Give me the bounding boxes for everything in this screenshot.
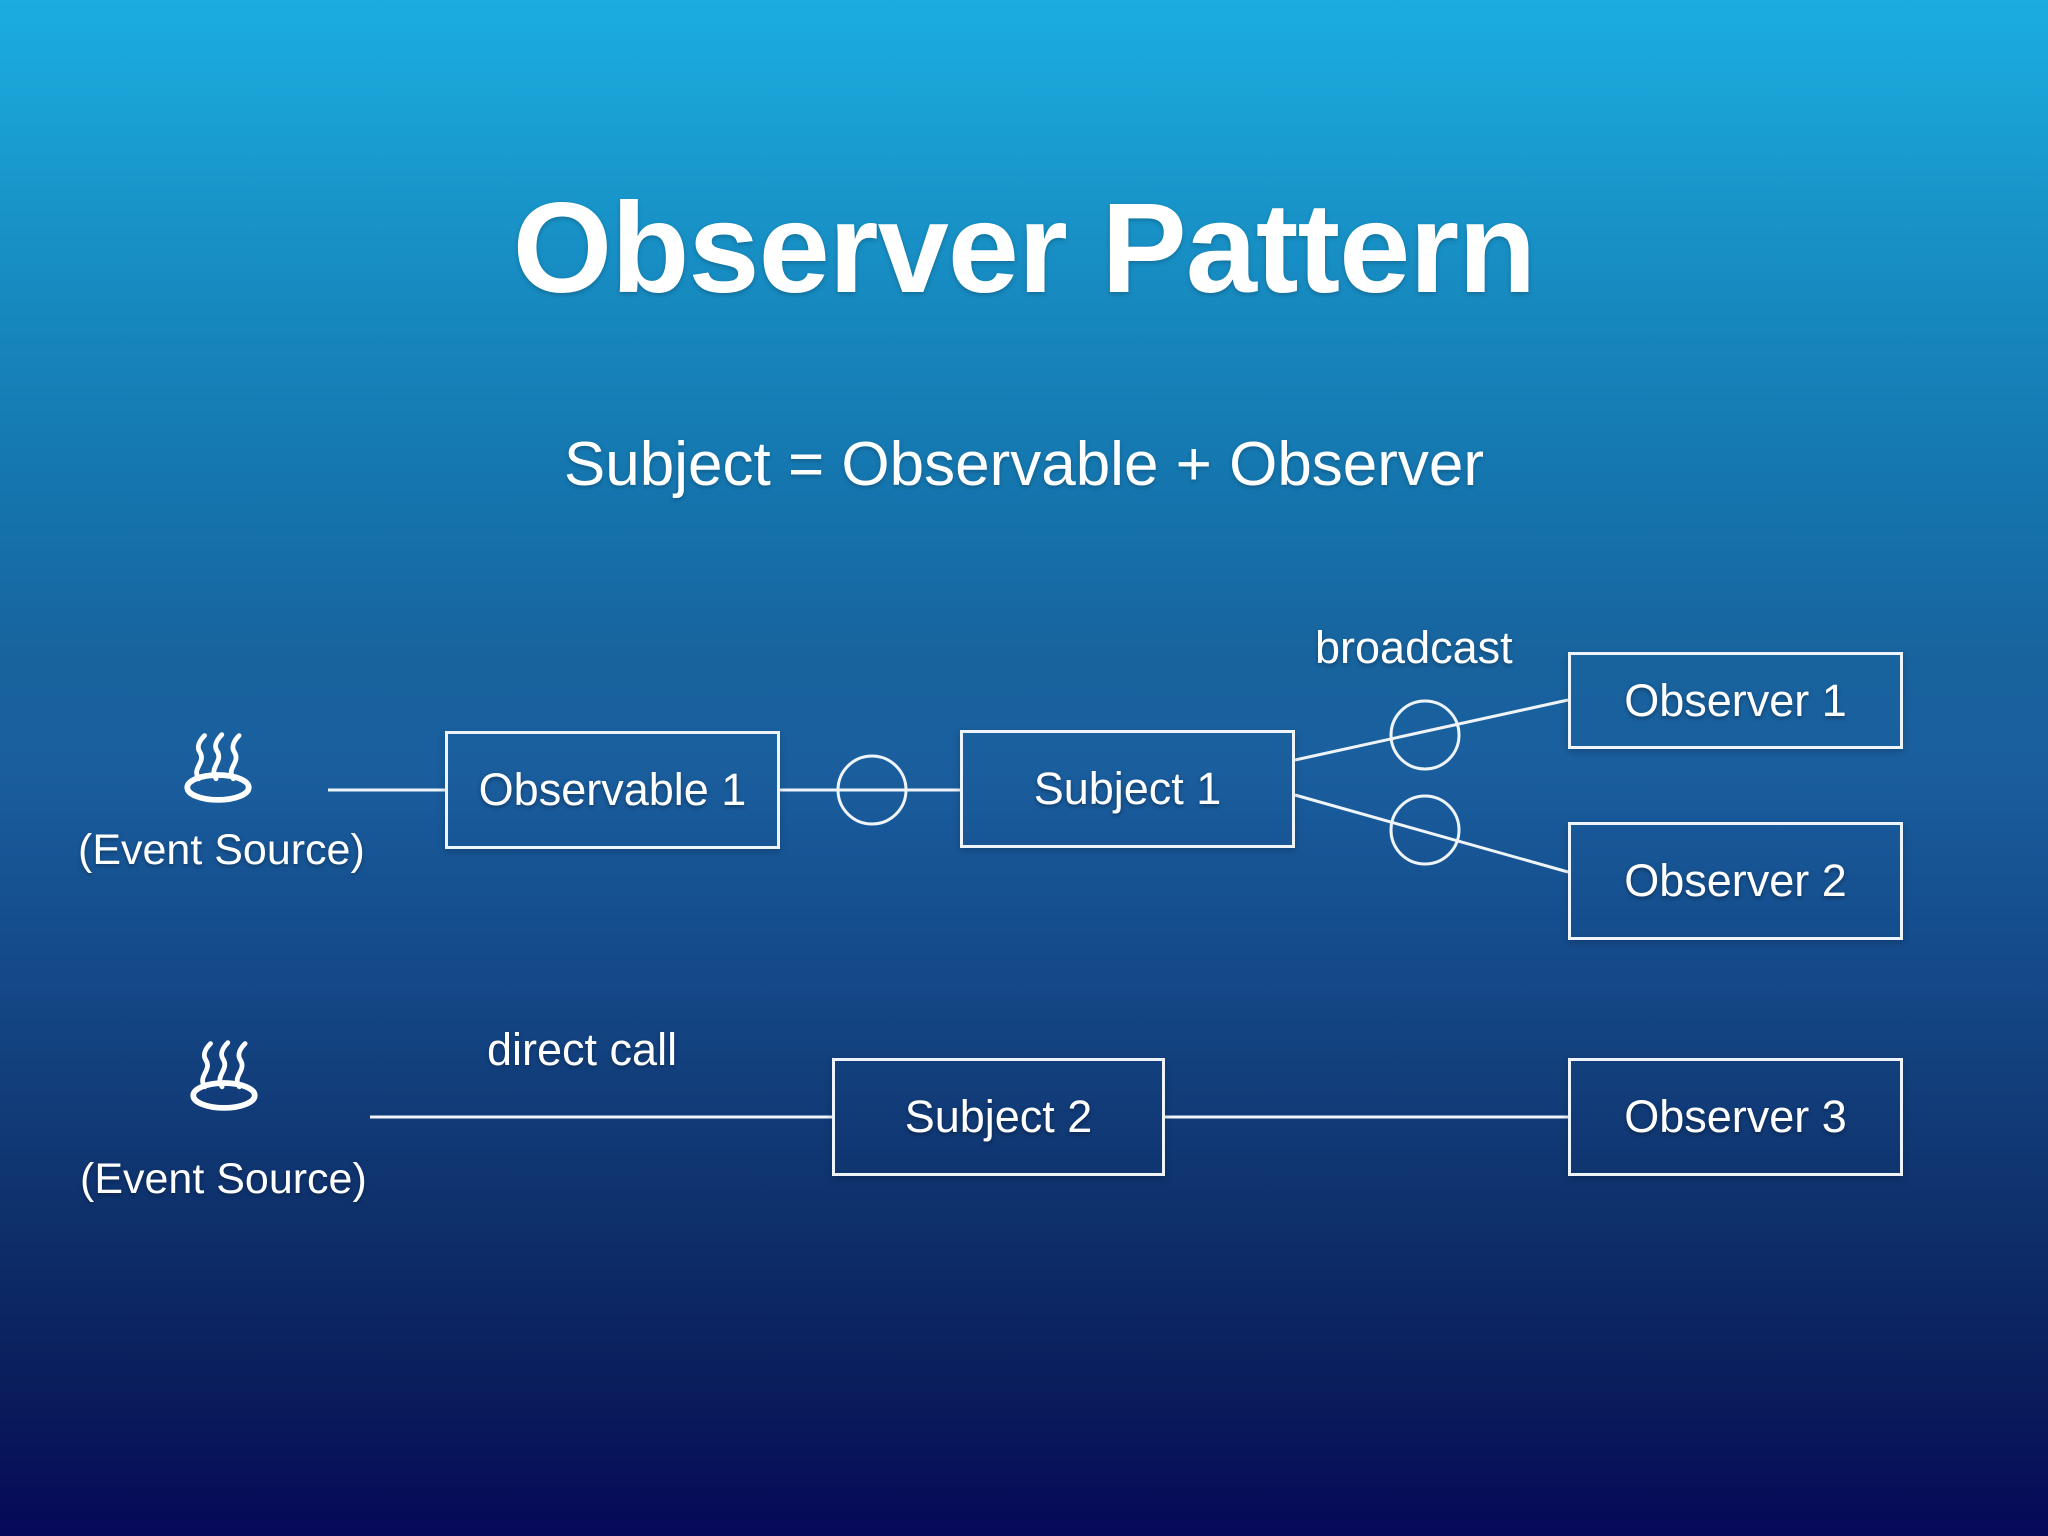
edge-subject1-to-observer2 — [1294, 793, 1569, 874]
node-observer-1-label: Observer 1 — [1624, 674, 1847, 726]
page-subtitle: Subject = Observable + Observer — [563, 430, 1485, 499]
node-observer-2-label: Observer 2 — [1624, 855, 1847, 906]
node-observable-1-label: Observable 1 — [478, 764, 747, 815]
node-subject-1[interactable]: Subject 1 — [960, 730, 1295, 848]
node-subject-2-label: Subject 2 — [904, 1091, 1093, 1142]
node-observer-2[interactable]: Observer 2 — [1568, 822, 1903, 940]
node-observable-1[interactable]: Observable 1 — [445, 731, 780, 849]
broadcast-edge-label: broadcast — [1315, 622, 1513, 673]
page-title: Observer Pattern — [512, 177, 1537, 320]
node-subject-1-label: Subject 1 — [1033, 763, 1222, 814]
node-subject-2[interactable]: Subject 2 — [832, 1058, 1165, 1176]
event-source-label-1: (Event Source) — [78, 826, 365, 874]
connector-circle-observer1 — [1389, 699, 1461, 771]
connector-circle-observer2 — [1389, 794, 1461, 866]
node-observer-1[interactable]: Observer 1 — [1568, 652, 1903, 749]
node-observer-3-label: Observer 3 — [1624, 1091, 1847, 1142]
java-steam-icon — [190, 1040, 258, 1111]
java-steam-icon — [184, 732, 252, 803]
direct-call-edge-label: direct call — [487, 1024, 678, 1075]
edge-subject1-to-observer1 — [1294, 698, 1569, 762]
connector-circle-observable-subject — [836, 754, 908, 826]
node-observer-3[interactable]: Observer 3 — [1568, 1058, 1903, 1176]
event-source-label-2: (Event Source) — [80, 1155, 367, 1203]
